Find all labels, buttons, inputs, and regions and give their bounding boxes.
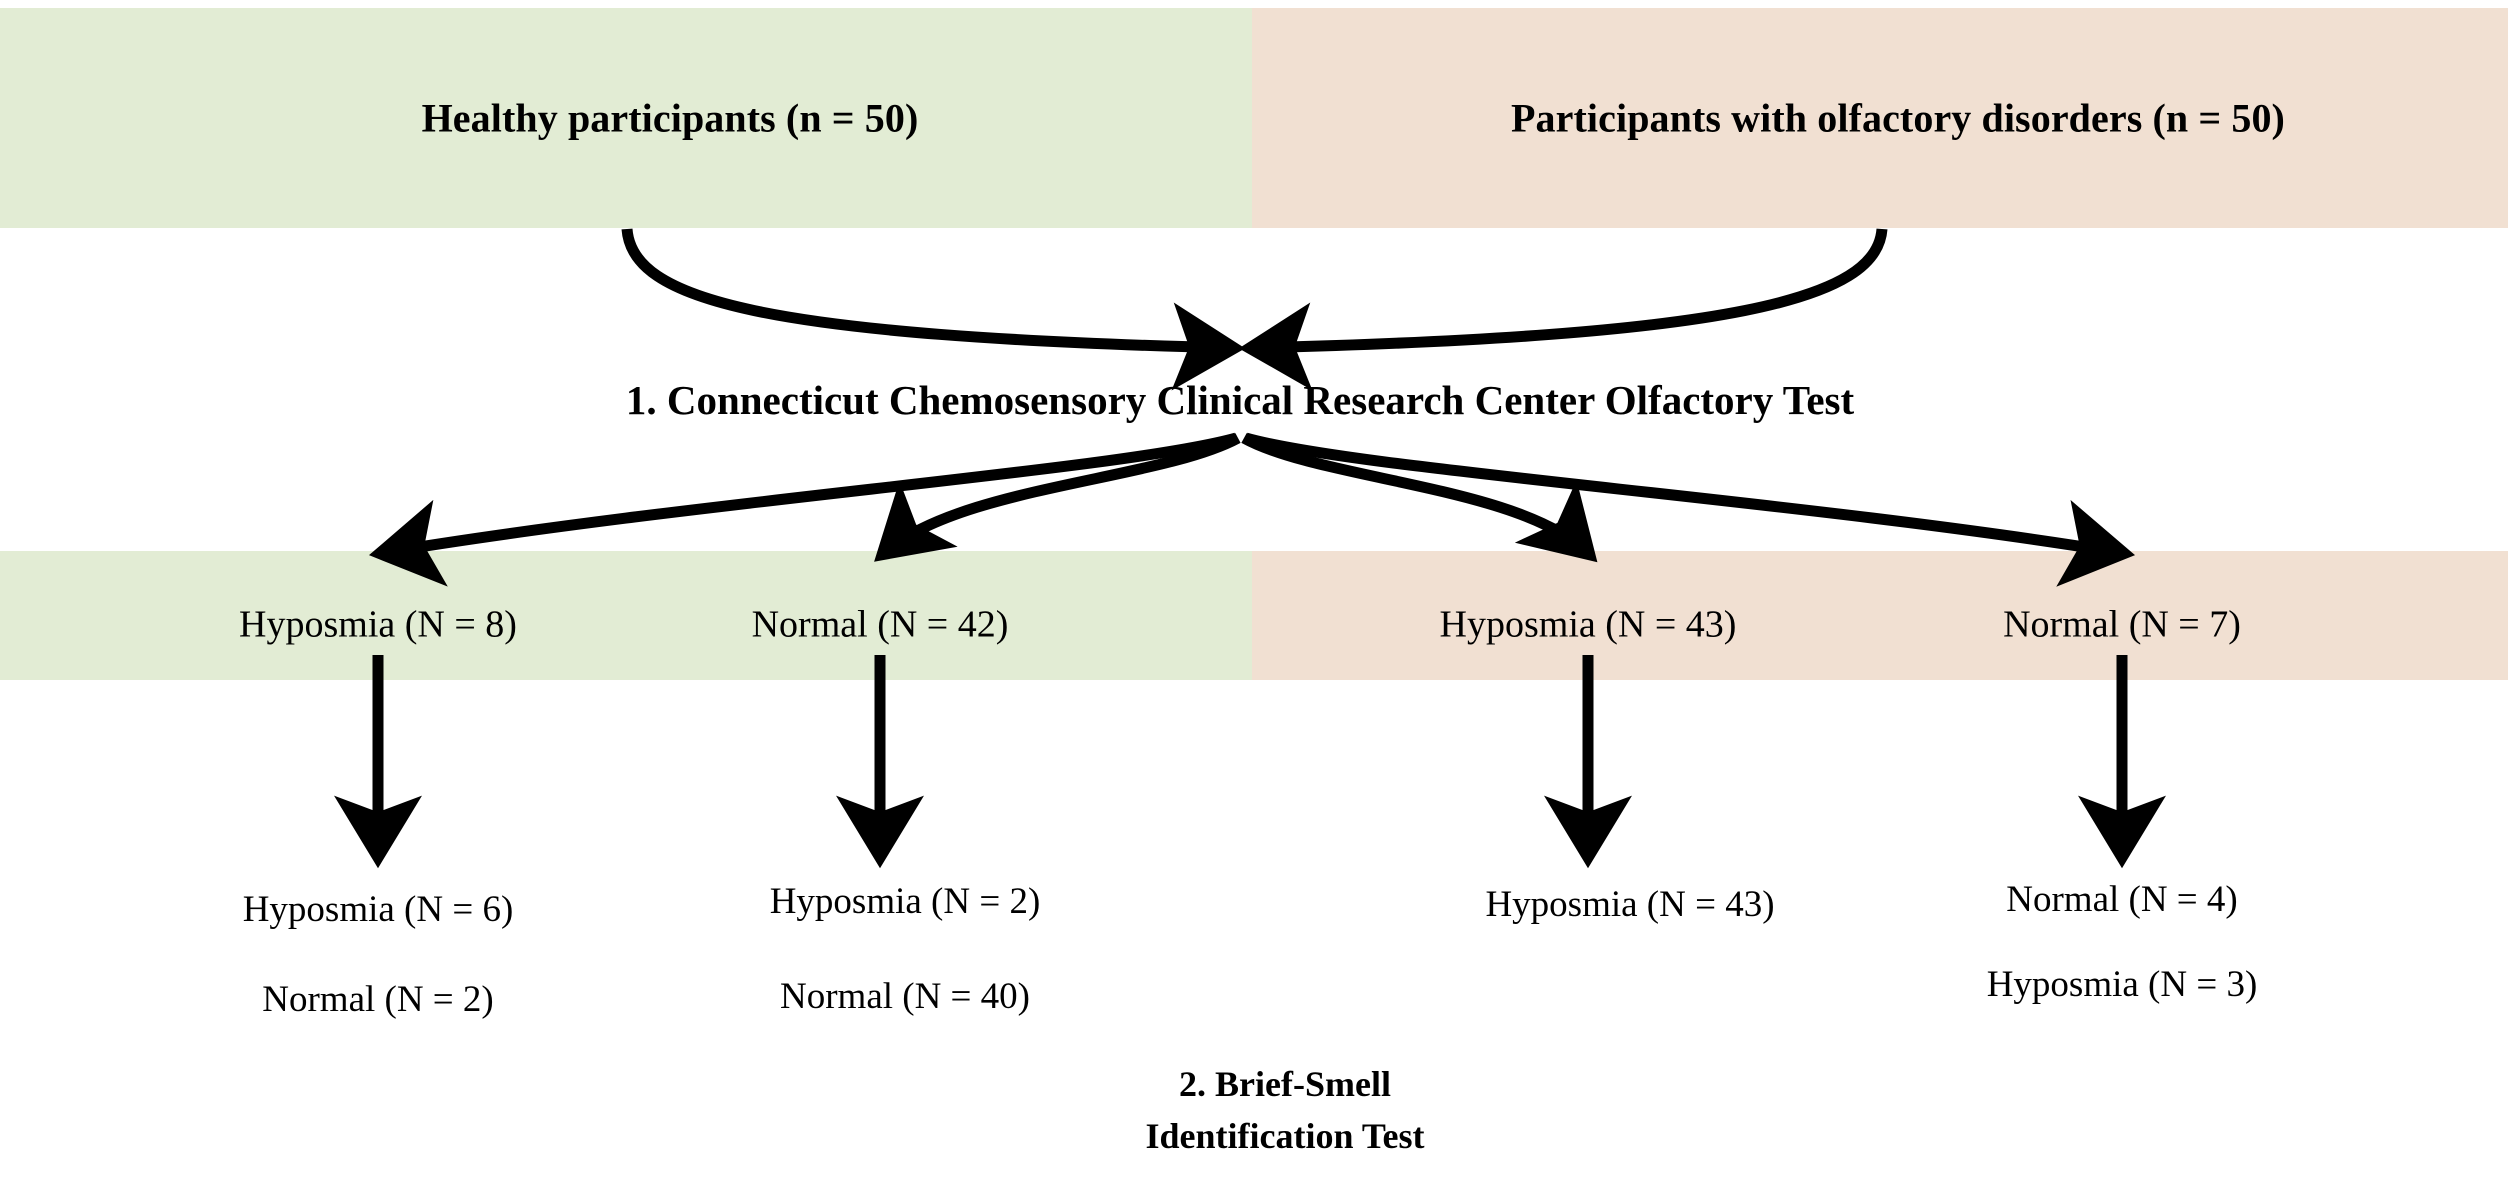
group-heading-disorder: Participants with olfactory disorders (n…: [1511, 95, 2285, 141]
outcome-l2-healthy-normal-hyposmia: Hyposmia (N = 2): [769, 881, 1041, 923]
healthy-group-band-top: [0, 8, 1252, 228]
arrow-healthy-to-test1: [621, 228, 1246, 391]
arrow-test1-to-healthy-normal: [874, 433, 1241, 562]
test-title-cccrc: 1. Connecticut Chemosensory Clinical Res…: [625, 376, 1855, 423]
arrow-test1-to-disorder-hyposmia: [1241, 433, 1598, 563]
outcome-l1-healthy-normal: Normal (N = 42): [751, 603, 1009, 646]
disorder-group-band-mid: [1252, 551, 2508, 680]
outcome-l1-disorder-hyposmia: Hyposmia (N = 43): [1439, 603, 1737, 646]
outcome-l2-healthy-hyposmia-normal: Normal (N = 2): [262, 979, 494, 1021]
outcome-l1-disorder-normal: Normal (N = 7): [2003, 603, 2241, 646]
outcome-l2-disorder-normal-hyposmia: Hyposmia (N = 3): [1986, 964, 2258, 1006]
group-heading-healthy: Healthy participants (n = 50): [421, 95, 919, 141]
arrow-test1-to-disorder-normal: [1244, 432, 2136, 587]
healthy-group-band-mid: [0, 551, 1252, 680]
outcome-l2-disorder-normal-normal: Normal (N = 4): [2006, 879, 2238, 921]
disorder-group-band-top: [1252, 8, 2508, 228]
test-title-bsit: 2. Brief-Smell Identification Test: [1145, 1063, 1425, 1156]
outcome-l2-disorder-hyposmia-hyposmia: Hyposmia (N = 43): [1485, 884, 1775, 926]
outcome-l2-healthy-normal-normal: Normal (N = 40): [779, 976, 1031, 1018]
arrow-test1-to-healthy-hyposmia: [368, 432, 1238, 587]
arrow-disorder-to-test1: [1238, 228, 1888, 391]
outcome-l2-healthy-hyposmia-hyposmia: Hyposmia (N = 6): [242, 889, 514, 931]
outcome-l1-healthy-hyposmia: Hyposmia (N = 8): [239, 603, 517, 646]
